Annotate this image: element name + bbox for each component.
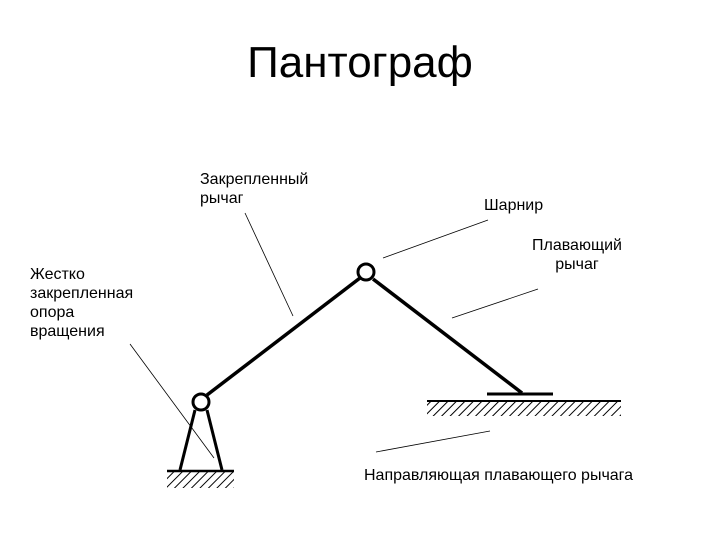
label-guide: Направляющая плавающего рычага — [364, 467, 634, 484]
label-floating-lever: Плавающий рычаг — [532, 236, 622, 274]
label-fixed-lever-line2: рычаг — [200, 190, 244, 207]
label-hinge: Шарнир — [484, 197, 544, 214]
top-hinge-joint — [356, 262, 376, 282]
label-rigid-support-line2: закрепленная — [30, 285, 134, 302]
label-rigid-support-line1: Жестко — [30, 266, 85, 283]
label-rigid-support: Жестко закрепленная опора вращения — [30, 265, 133, 341]
leader-floating-lever — [451, 288, 539, 319]
diagram-title: Пантограф — [247, 38, 473, 87]
support-leg-left — [178, 409, 197, 471]
label-floating-lever-line2: рычаг — [555, 256, 599, 273]
leader-rigid-support — [129, 343, 215, 459]
label-floating-lever-line1: Плавающий — [532, 237, 622, 254]
leader-hinge — [382, 219, 489, 259]
support-base-hatch — [167, 472, 234, 488]
label-rigid-support-line4: вращения — [30, 323, 105, 340]
support-leg-right — [205, 409, 224, 471]
label-fixed-lever: Закрепленный рычаг — [200, 170, 308, 208]
label-rigid-support-line3: опора — [30, 304, 75, 321]
leader-guide — [375, 430, 491, 453]
label-fixed-lever-line1: Закрепленный — [200, 171, 309, 188]
leader-fixed-lever — [244, 212, 294, 317]
guide-rail-hatch — [427, 402, 621, 416]
fixed-lever — [205, 276, 362, 397]
floating-lever — [371, 277, 524, 395]
support-pivot-joint — [191, 392, 211, 412]
